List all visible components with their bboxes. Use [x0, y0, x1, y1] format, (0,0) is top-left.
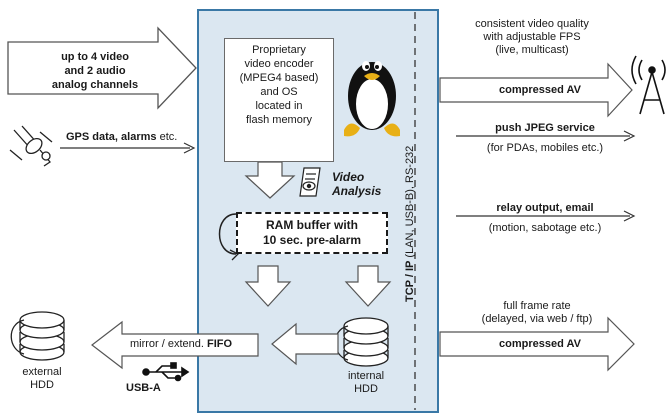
gps-label: GPS data, alarms etc.: [66, 131, 177, 144]
linux-penguin-icon: [344, 61, 400, 137]
relay-note: (motion, sabotage etc.): [488, 222, 602, 234]
gps-arrow-head: [183, 142, 196, 154]
compressed-top-note-3: (live, multicast): [495, 44, 569, 56]
video-analysis-line-2: Analysis: [332, 184, 382, 198]
jpeg-note: (for PDAs, mobiles etc.): [486, 142, 604, 154]
encoder-line-3: (MPEG4 based): [239, 72, 319, 84]
video-encoder-box: Proprietary video encoder (MPEG4 based) …: [224, 38, 334, 162]
compressed-bottom-note: full frame rate (delayed, via web / ftp): [462, 300, 612, 326]
gps-label-suffix: etc.: [156, 131, 178, 143]
external-hdd-label: external HDD: [18, 366, 66, 392]
video-input-arrow: [7, 26, 197, 110]
video-input-line-1: up to 4 video: [61, 51, 129, 63]
video-input-label: up to 4 video and 2 audio analog channel…: [30, 50, 160, 92]
encoder-line-5: located in: [255, 100, 303, 112]
encoder-line-1: Proprietary: [252, 44, 306, 56]
usb-icon: [142, 362, 190, 382]
antenna-icon: [631, 55, 666, 115]
ram-buffer-box: RAM buffer with 10 sec. pre-alarm: [236, 212, 388, 254]
satellite-icon: [9, 125, 53, 167]
video-analysis-line-1: Video: [332, 170, 365, 184]
compressed-av-bottom-label: compressed AV: [499, 338, 581, 350]
internal-hdd-label: internal HDD: [342, 370, 390, 396]
relay-label: relay output, email: [496, 202, 594, 214]
encoder-line-6: flash memory: [245, 114, 313, 126]
video-input-line-2: and 2 audio: [64, 65, 126, 77]
interface-label: TCP / IP (LAN, USB-B), RS-232: [404, 146, 416, 302]
encoder-line-2: video encoder: [244, 58, 314, 70]
interface-label-rest: (LAN, USB-B), RS-232: [404, 145, 416, 261]
video-analysis-label: Video Analysis: [332, 170, 381, 198]
usb-label: USB-A: [126, 382, 161, 394]
jpeg-label: push JPEG service: [495, 122, 595, 134]
external-hdd-line-1: external: [22, 366, 62, 378]
interface-label-bold: TCP / IP: [404, 260, 416, 302]
mirror-label: mirror / extend. FIFO: [130, 338, 232, 351]
external-hdd-line-2: HDD: [30, 379, 54, 391]
ram-buffer-line-1: RAM buffer with: [266, 218, 358, 232]
external-hdd-icon: [10, 311, 65, 361]
gps-label-bold: alarms: [121, 131, 157, 143]
encoder-line-4: and OS: [260, 86, 298, 98]
video-input-line-3: analog channels: [51, 79, 139, 91]
compressed-av-top-arrow: [439, 62, 633, 118]
hdd-icon: [334, 317, 389, 367]
compressed-bottom-note-2: (delayed, via web / ftp): [481, 313, 593, 325]
compressed-av-top-label: compressed AV: [499, 84, 581, 96]
gps-label-prefix: GPS data,: [66, 131, 122, 143]
video-analysis-icon: [299, 167, 321, 197]
ram-loop: [218, 213, 237, 255]
compressed-av-bottom-arrow: [439, 316, 635, 372]
mirror-label-prefix: mirror / extend.: [130, 338, 208, 350]
encoder-down-arrow: [244, 161, 296, 199]
ram-down-arrow-left: [244, 265, 292, 307]
compressed-top-note-2: with adjustable FPS: [483, 31, 581, 43]
compressed-bottom-note-1: full frame rate: [503, 300, 571, 312]
internal-hdd-line-2: HDD: [354, 383, 378, 395]
ram-buffer-line-2: 10 sec. pre-alarm: [262, 233, 362, 247]
mirror-label-bold: FIFO: [207, 338, 233, 350]
internal-hdd-line-1: internal: [347, 370, 385, 382]
internal-left-arrow: [271, 322, 339, 366]
ram-down-arrow-right: [344, 265, 392, 307]
mirror-arrow: [91, 320, 259, 370]
compressed-top-note-1: consistent video quality: [475, 18, 589, 30]
compressed-top-note: consistent video quality with adjustable…: [462, 18, 602, 57]
